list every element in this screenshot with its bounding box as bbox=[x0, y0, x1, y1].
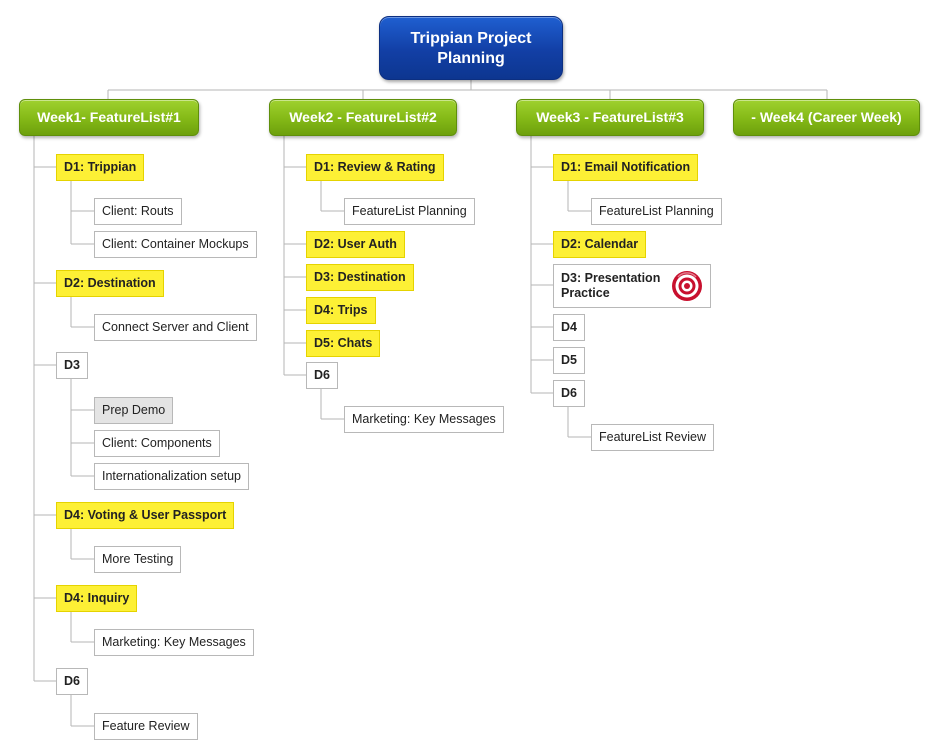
week3-day5[interactable]: D5 bbox=[553, 347, 585, 374]
week1-day5[interactable]: D4: Inquiry bbox=[56, 585, 138, 612]
day-label: D1: Trippian bbox=[64, 160, 137, 174]
week2-day6[interactable]: D6 bbox=[306, 362, 338, 389]
day-label: D6 bbox=[561, 386, 577, 400]
day-label: D3: Destination bbox=[314, 270, 406, 284]
week1-day2[interactable]: D2: Destination bbox=[56, 270, 164, 297]
week1-day6-sub1[interactable]: Feature Review bbox=[94, 713, 198, 740]
week1-day1-sub1[interactable]: Client: Routs bbox=[94, 198, 182, 225]
week2-label: Week2 - FeatureList#2 bbox=[289, 109, 437, 125]
subtopic-label: Client: Container Mockups bbox=[102, 237, 249, 251]
subtopic-label: FeatureList Review bbox=[599, 430, 706, 444]
day-label: D5 bbox=[561, 353, 577, 367]
day-label: D3: Presentation Practice bbox=[561, 271, 661, 300]
week2-day1[interactable]: D1: Review & Rating bbox=[306, 154, 444, 181]
root-title: Trippian Project Planning bbox=[410, 30, 532, 67]
week1-label: Week1- FeatureList#1 bbox=[37, 109, 181, 125]
week1-day6[interactable]: D6 bbox=[56, 668, 88, 695]
week3-day6-sub1[interactable]: FeatureList Review bbox=[591, 424, 714, 451]
day-label: D5: Chats bbox=[314, 336, 373, 350]
target-icon bbox=[672, 271, 702, 301]
day-label: D6 bbox=[64, 674, 80, 688]
week1-day3-sub2[interactable]: Client: Components bbox=[94, 430, 220, 457]
week3-day2[interactable]: D2: Calendar bbox=[553, 231, 647, 258]
week3-topic[interactable]: Week3 - FeatureList#3 bbox=[516, 99, 704, 136]
week2-day4[interactable]: D4: Trips bbox=[306, 297, 376, 324]
week2-topic[interactable]: Week2 - FeatureList#2 bbox=[269, 99, 457, 136]
week1-day3[interactable]: D3 bbox=[56, 352, 88, 379]
day-label: D4 bbox=[561, 320, 577, 334]
week4-topic[interactable]: - Week4 (Career Week) bbox=[733, 99, 920, 136]
day-label: D3 bbox=[64, 358, 80, 372]
day-label: D2: Calendar bbox=[561, 237, 639, 251]
subtopic-label: Client: Components bbox=[102, 436, 212, 450]
week3-day6[interactable]: D6 bbox=[553, 380, 585, 407]
subtopic-label: Prep Demo bbox=[102, 403, 166, 417]
subtopic-label: Internationalization setup bbox=[102, 469, 241, 483]
week1-day4[interactable]: D4: Voting & User Passport bbox=[56, 502, 235, 529]
root-topic[interactable]: Trippian Project Planning bbox=[379, 16, 563, 80]
week2-day6-sub1[interactable]: Marketing: Key Messages bbox=[344, 406, 504, 433]
week1-day5-sub1[interactable]: Marketing: Key Messages bbox=[94, 629, 254, 656]
day-label: D4: Inquiry bbox=[64, 591, 130, 605]
week2-day5[interactable]: D5: Chats bbox=[306, 330, 381, 357]
subtopic-label: FeatureList Planning bbox=[352, 204, 467, 218]
week2-day2[interactable]: D2: User Auth bbox=[306, 231, 405, 258]
day-label: D6 bbox=[314, 368, 330, 382]
subtopic-label: More Testing bbox=[102, 552, 174, 566]
day-label: D1: Review & Rating bbox=[314, 160, 436, 174]
week4-label: - Week4 (Career Week) bbox=[751, 109, 902, 125]
subtopic-label: Feature Review bbox=[102, 719, 190, 733]
week3-day1[interactable]: D1: Email Notification bbox=[553, 154, 699, 181]
week1-day1-sub2[interactable]: Client: Container Mockups bbox=[94, 231, 257, 258]
day-label: D2: Destination bbox=[64, 276, 156, 290]
day-label: D4: Trips bbox=[314, 303, 368, 317]
week1-topic[interactable]: Week1- FeatureList#1 bbox=[19, 99, 199, 136]
week3-day1-sub1[interactable]: FeatureList Planning bbox=[591, 198, 722, 225]
subtopic-label: Marketing: Key Messages bbox=[102, 635, 246, 649]
week1-day1[interactable]: D1: Trippian bbox=[56, 154, 145, 181]
day-label: D2: User Auth bbox=[314, 237, 397, 251]
week2-day1-sub1[interactable]: FeatureList Planning bbox=[344, 198, 475, 225]
subtopic-label: Marketing: Key Messages bbox=[352, 412, 496, 426]
week1-day3-sub3[interactable]: Internationalization setup bbox=[94, 463, 249, 490]
subtopic-label: FeatureList Planning bbox=[599, 204, 714, 218]
week1-day3-sub1[interactable]: Prep Demo bbox=[94, 397, 174, 424]
week3-label: Week3 - FeatureList#3 bbox=[536, 109, 684, 125]
week1-day2-sub1[interactable]: Connect Server and Client bbox=[94, 314, 257, 341]
day-label: D4: Voting & User Passport bbox=[64, 508, 227, 522]
subtopic-label: Connect Server and Client bbox=[102, 320, 249, 334]
subtopic-label: Client: Routs bbox=[102, 204, 174, 218]
day-label: D1: Email Notification bbox=[561, 160, 691, 174]
week3-day4[interactable]: D4 bbox=[553, 314, 585, 341]
week2-day3[interactable]: D3: Destination bbox=[306, 264, 414, 291]
week3-day3[interactable]: D3: Presentation Practice bbox=[553, 264, 711, 308]
week1-day4-sub1[interactable]: More Testing bbox=[94, 546, 182, 573]
